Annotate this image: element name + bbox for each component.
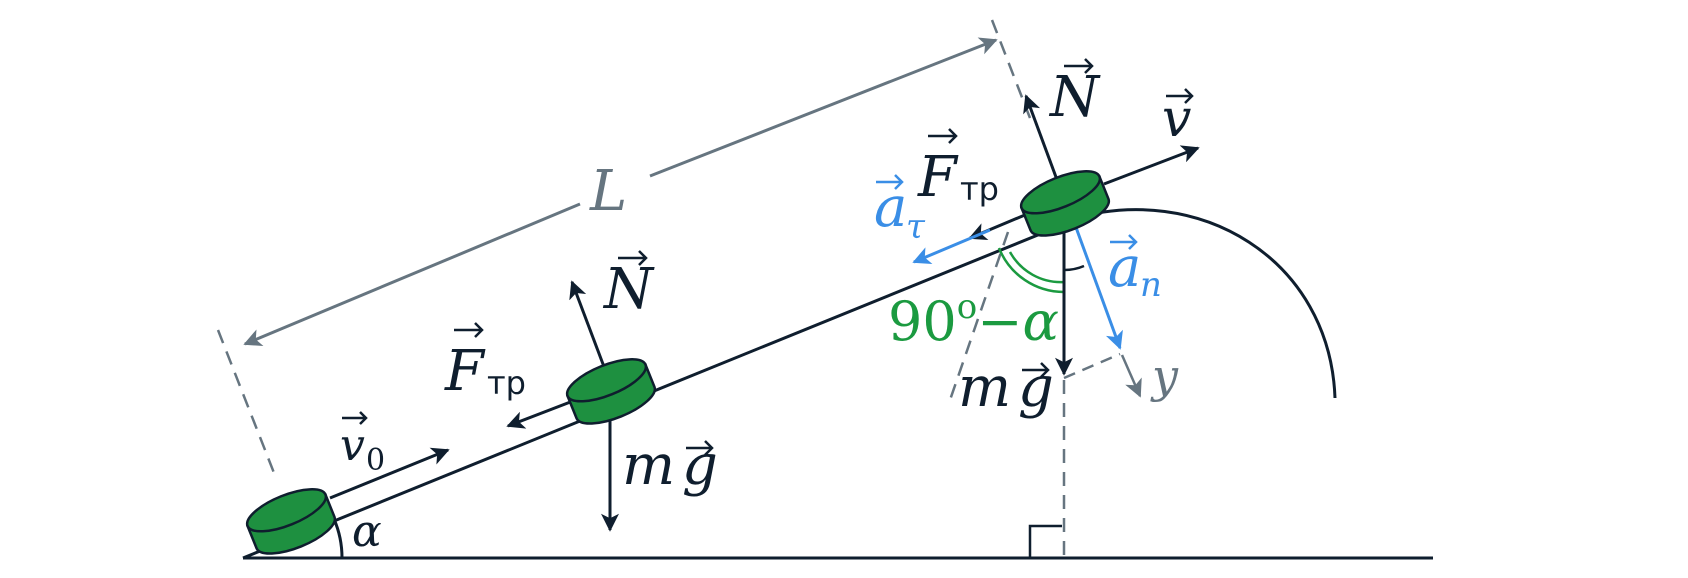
normal-2-label: N xyxy=(1048,58,1101,130)
puck-top xyxy=(1019,170,1111,237)
angle-alpha-label: α xyxy=(352,506,382,557)
length-arrow-left xyxy=(243,202,581,347)
gravity-1-label: m g xyxy=(622,433,718,498)
svg-text:тр: тр xyxy=(487,364,526,402)
normal-1-label: N xyxy=(602,250,655,322)
puck-bottom xyxy=(245,488,337,555)
svg-text:N: N xyxy=(602,257,655,322)
svg-text:v: v xyxy=(340,420,365,471)
velocity-label: v xyxy=(1162,88,1194,149)
friction-2-label: F тр xyxy=(917,128,999,210)
v0-arrow xyxy=(329,447,450,500)
svg-text:n: n xyxy=(1140,265,1162,305)
tangential-accel-arrow xyxy=(912,228,991,265)
length-label: L xyxy=(589,159,627,224)
svg-text:v: v xyxy=(1162,89,1191,149)
tangential-accel-label: a τ xyxy=(874,174,926,247)
y-axis-dashed xyxy=(1063,352,1121,380)
svg-text:N: N xyxy=(1048,65,1101,130)
length-guide-right xyxy=(990,19,1032,119)
length-arrow-right xyxy=(649,37,998,178)
angle-small-arc xyxy=(1063,264,1085,272)
svg-text:g: g xyxy=(1018,355,1054,420)
hill-arc xyxy=(1067,208,1337,399)
angle-alpha-arc xyxy=(332,518,344,559)
svg-text:m: m xyxy=(958,355,1011,420)
svg-text:a: a xyxy=(1108,235,1141,300)
svg-text:m: m xyxy=(622,433,675,498)
puck-middle xyxy=(565,358,657,425)
right-angle-mark xyxy=(1028,524,1062,558)
y-axis-label: y xyxy=(1150,349,1179,403)
gravity-2-label: m g xyxy=(958,355,1054,420)
svg-text:F: F xyxy=(444,339,486,404)
angle-complement-arc-inner xyxy=(1008,251,1065,284)
angle-complement-label: 90о−α xyxy=(888,287,1059,353)
svg-text:F: F xyxy=(917,145,959,210)
velocity-arrow xyxy=(1103,145,1200,186)
perpendicular-dashed xyxy=(948,231,1010,401)
svg-text:a: a xyxy=(874,175,907,240)
svg-text:τ: τ xyxy=(906,207,926,247)
normal-1-arrow xyxy=(569,280,611,381)
svg-text:0: 0 xyxy=(366,443,385,478)
svg-text:тр: тр xyxy=(960,170,999,208)
length-guide-left xyxy=(216,329,278,479)
y-axis-arrow xyxy=(1120,354,1142,398)
angle-complement-arc-outer xyxy=(997,247,1065,294)
normal-accel-label: a n xyxy=(1108,234,1162,305)
svg-text:g: g xyxy=(682,433,718,498)
friction-1-label: F тр xyxy=(444,322,526,404)
v0-label: v 0 xyxy=(340,411,385,478)
